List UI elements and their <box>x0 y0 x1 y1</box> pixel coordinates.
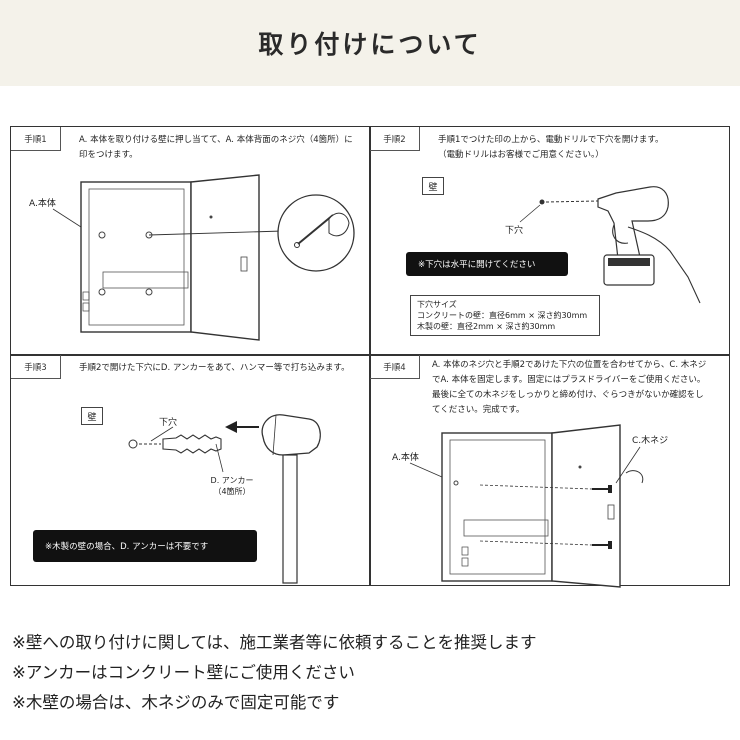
step-3-text-line: 手順2で開けた下穴にD. アンカーをあて、ハンマー等で打ち込みます。 <box>79 363 350 373</box>
cabinet-fixing-illustration <box>409 424 644 588</box>
step-1-text: A. 本体を取り付ける壁に押し当てて、A. 本体背面のネジ穴（4箇所）に 印をつ… <box>79 133 364 163</box>
step-2-note: ※下穴は水平に開けてください <box>406 252 568 276</box>
grid-divider-horizontal <box>11 354 729 356</box>
step-4-body-label: A.本体 <box>392 453 419 463</box>
step-1-body-label: A.本体 <box>29 199 56 209</box>
anchor-hammer-illustration <box>128 414 321 584</box>
footer-note: ※アンカーはコンクリート壁にご使用ください <box>12 663 355 682</box>
step-3-anchor-label: D. アンカー （4箇所） <box>197 475 267 497</box>
step-1-text-line: 印をつけます。 <box>79 150 138 160</box>
step-2-text: 手順1でつけた印の上から、電動ドリルで下穴を開けます。 （電動ドリルはお客様でご… <box>438 133 723 163</box>
step-2-size-box: 下穴サイズ コンクリートの壁：直径6mm × 深さ約30mm 木製の壁：直径2m… <box>410 295 600 336</box>
step-3-tag: 手順3 <box>11 355 61 379</box>
step-4-text: A. 本体のネジ穴と手順2であけた下穴の位置を合わせてから、C. 木ネジ でA.… <box>432 358 728 418</box>
footer-notes: ※壁への取り付けに関しては、施工業者等に依頼することを推奨します ※アンカーはコ… <box>12 628 728 718</box>
size-line: コンクリートの壁：直径6mm × 深さ約30mm <box>417 311 588 320</box>
step-1-text-line: A. 本体を取り付ける壁に押し当てて、A. 本体背面のネジ穴（4箇所）に <box>79 135 353 145</box>
anchor-label-line: D. アンカー <box>210 476 254 485</box>
step-1-panel: 手順1 A. 本体を取り付ける壁に押し当てて、A. 本体背面のネジ穴（4箇所）に… <box>11 127 369 354</box>
step-4-text-line: A. 本体のネジ穴と手順2であけた下穴の位置を合わせてから、C. 木ネジ <box>432 360 707 370</box>
step-2-text-line: 手順1でつけた印の上から、電動ドリルで下穴を開けます。 <box>438 135 664 145</box>
instruction-grid: 手順1 A. 本体を取り付ける壁に押し当てて、A. 本体背面のネジ穴（4箇所）に… <box>10 126 730 588</box>
drill-illustration <box>519 186 701 304</box>
step-3-panel: 手順3 手順2で開けた下穴にD. アンカーをあて、ハンマー等で打ち込みます。 壁… <box>11 355 369 586</box>
step-4-screw-label: C.木ネジ <box>632 436 669 446</box>
step-2-hole-label: 下穴 <box>505 226 524 236</box>
step-4-panel: 手順4 A. 本体のネジ穴と手順2であけた下穴の位置を合わせてから、C. 木ネジ… <box>370 355 730 588</box>
step-2-wall-label: 壁 <box>422 177 444 195</box>
step-4-text-line: でA. 本体を固定します。固定にはプラスドライバーをご使用ください。 <box>432 375 706 385</box>
size-line: 木製の壁：直径2mm × 深さ約30mm <box>417 322 556 331</box>
step-3-note: ※木製の壁の場合、D. アンカーは不要です <box>33 530 257 562</box>
step-2-panel: 手順2 手順1でつけた印の上から、電動ドリルで下穴を開けます。 （電動ドリルはお… <box>370 127 730 354</box>
step-4-text-line: てください。完成です。 <box>432 405 525 415</box>
page-title: 取り付けについて <box>258 30 482 59</box>
anchor-label-line: （4箇所） <box>213 487 251 496</box>
step-2-text-line: （電動ドリルはお客様でご用意ください。） <box>438 150 604 160</box>
size-line: 下穴サイズ <box>417 300 457 309</box>
step-3-text: 手順2で開けた下穴にD. アンカーをあて、ハンマー等で打ち込みます。 <box>79 361 364 376</box>
step-3-wall-label: 壁 <box>81 407 103 425</box>
footer-note: ※木壁の場合は、木ネジのみで固定可能です <box>12 693 340 712</box>
step-4-tag: 手順4 <box>370 355 420 379</box>
cabinet-marking-illustration <box>52 174 355 341</box>
step-1-tag: 手順1 <box>11 127 61 151</box>
step-2-tag: 手順2 <box>370 127 420 151</box>
step-4-text-line: 最後に全ての木ネジをしっかりと締め付け、ぐらつきがないか確認をし <box>432 390 704 400</box>
grid-divider-vertical <box>369 127 371 585</box>
page-header: 取り付けについて <box>0 0 740 86</box>
footer-note: ※壁への取り付けに関しては、施工業者等に依頼することを推奨します <box>12 633 537 652</box>
step-3-hole-label: 下穴 <box>159 418 178 428</box>
